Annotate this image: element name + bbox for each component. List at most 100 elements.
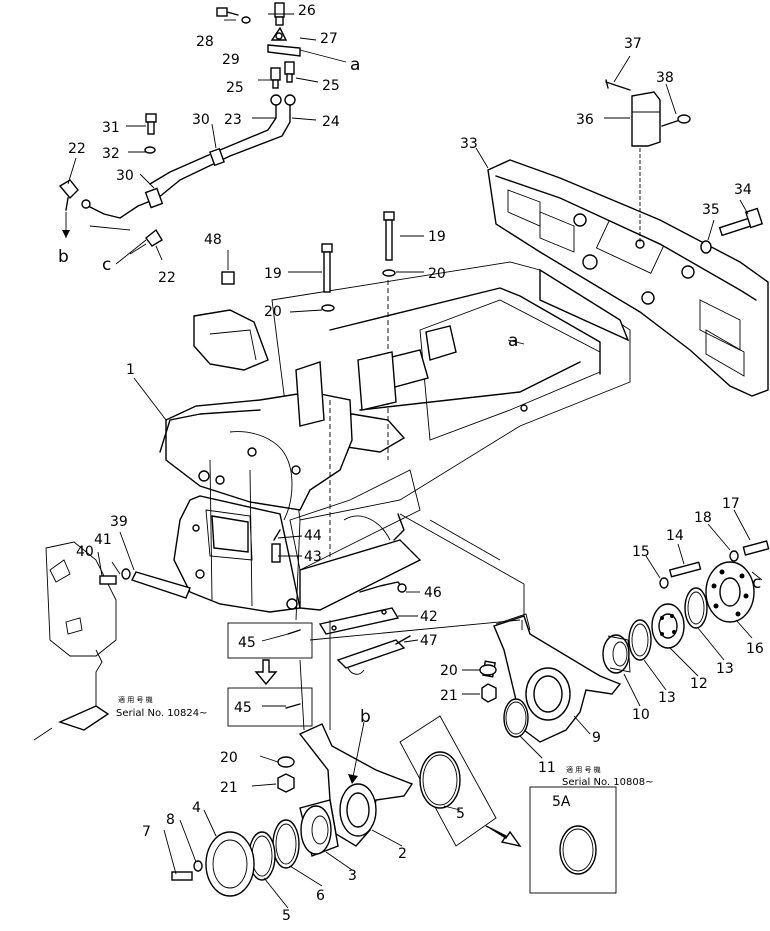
callout-14: 14 xyxy=(666,528,684,544)
washer-35 xyxy=(700,240,712,254)
frame-1 xyxy=(159,261,631,613)
arrow-down xyxy=(254,659,278,686)
callout-42: 42 xyxy=(420,609,438,625)
callout-15: 15 xyxy=(632,544,650,560)
callout-1: 1 xyxy=(126,362,135,378)
block-27 xyxy=(267,26,301,57)
arrow-5A xyxy=(485,825,522,848)
plate-42 xyxy=(318,607,400,635)
letter-c-right: c xyxy=(752,573,761,593)
callout-7: 7 xyxy=(142,824,151,840)
callout-21-mid: 21 xyxy=(440,688,458,704)
callout-43: 43 xyxy=(304,549,322,565)
plate-47 xyxy=(336,635,411,675)
callout-16: 16 xyxy=(746,641,764,657)
ring-11 xyxy=(503,698,529,738)
callout-35: 35 xyxy=(702,202,720,218)
callout-22-bottom: 22 xyxy=(158,270,176,286)
callout-20-left: 20 xyxy=(264,304,282,320)
bolt-34 xyxy=(718,207,764,237)
letter-b-mid: b xyxy=(360,707,371,727)
pin-19-left xyxy=(321,243,335,312)
callout-34: 34 xyxy=(734,182,752,198)
letter-b-left: b xyxy=(58,247,69,267)
callout-18: 18 xyxy=(694,510,712,526)
cap-48 xyxy=(221,271,235,285)
washer-29 xyxy=(241,16,251,24)
pin-44 xyxy=(273,529,281,541)
plate-39 xyxy=(131,571,191,599)
grease-tube-assembly xyxy=(58,2,301,247)
callout-10: 10 xyxy=(632,707,650,723)
callout-39: 39 xyxy=(110,514,128,530)
callout-40: 40 xyxy=(76,544,94,560)
housing-2 xyxy=(298,723,414,847)
callout-25-left: 25 xyxy=(226,80,244,96)
bracket-46 xyxy=(359,581,407,593)
leader-lines xyxy=(62,13,763,909)
callout-17: 17 xyxy=(722,496,740,512)
callout-31: 31 xyxy=(102,120,120,136)
washer-20-right xyxy=(479,664,497,676)
nipple-26 xyxy=(274,2,285,26)
bolt-7 xyxy=(171,871,193,881)
serial-note-1: Serial No. 10824~ xyxy=(116,708,207,719)
box-5 xyxy=(399,715,497,847)
callout-5-lower: 5 xyxy=(282,908,291,924)
callout-25-right: 25 xyxy=(322,78,340,94)
callout-11: 11 xyxy=(538,760,556,776)
callout-33: 33 xyxy=(460,136,478,152)
callout-28: 28 xyxy=(196,34,214,50)
cap-4 xyxy=(205,831,255,897)
box-5A xyxy=(529,786,617,894)
callout-47: 47 xyxy=(420,633,438,649)
callout-32: 32 xyxy=(102,146,120,162)
callout-21-lower: 21 xyxy=(220,780,238,796)
washer-41 xyxy=(121,568,131,580)
serial-note-2: Serial No. 10808~ xyxy=(562,777,653,788)
callout-24: 24 xyxy=(322,114,340,130)
bolt-17 xyxy=(742,540,770,556)
callout-46: 46 xyxy=(424,585,442,601)
elbow-25 xyxy=(270,61,295,89)
callout-5-box: 5 xyxy=(456,806,465,822)
callout-19-left: 19 xyxy=(264,266,282,282)
washer-20-lower xyxy=(277,756,295,768)
bolt-28 xyxy=(216,7,239,17)
callout-45-top: 45 xyxy=(238,635,256,651)
callout-13-right: 13 xyxy=(716,661,734,677)
callout-20-lower: 20 xyxy=(220,750,238,766)
callout-45-bottom: 45 xyxy=(234,700,252,716)
callout-3: 3 xyxy=(348,868,357,884)
letter-c-left: c xyxy=(102,255,111,275)
serial-note-2-jp: 適 用 号 機 xyxy=(566,765,601,774)
callout-30-left: 30 xyxy=(116,168,134,184)
callout-13-left: 13 xyxy=(658,690,676,706)
nut-21-lower xyxy=(277,773,295,793)
callout-23: 23 xyxy=(224,112,242,128)
nut-21-right xyxy=(481,683,497,703)
seal-6 xyxy=(272,819,300,869)
pin-19-right xyxy=(382,211,396,277)
callout-29: 29 xyxy=(222,52,240,68)
counterweight-33 xyxy=(487,159,769,397)
washer-18 xyxy=(729,550,739,562)
callout-4: 4 xyxy=(192,800,201,816)
pin-43 xyxy=(271,543,281,563)
seal-13-right xyxy=(684,587,708,629)
callout-38: 38 xyxy=(656,70,674,86)
cap-16 xyxy=(705,561,755,623)
callout-20-mid: 20 xyxy=(440,663,458,679)
plate-12 xyxy=(651,603,685,649)
callout-5A: 5A xyxy=(552,794,571,810)
callout-41: 41 xyxy=(94,532,112,548)
callout-20-right: 20 xyxy=(428,266,446,282)
callout-27: 27 xyxy=(320,31,338,47)
callout-22-top: 22 xyxy=(68,141,86,157)
bushing-3 xyxy=(299,799,339,857)
washer-15 xyxy=(659,577,669,589)
callout-9: 9 xyxy=(592,730,601,746)
bolt-14 xyxy=(668,561,702,578)
side-bracket xyxy=(33,541,117,741)
